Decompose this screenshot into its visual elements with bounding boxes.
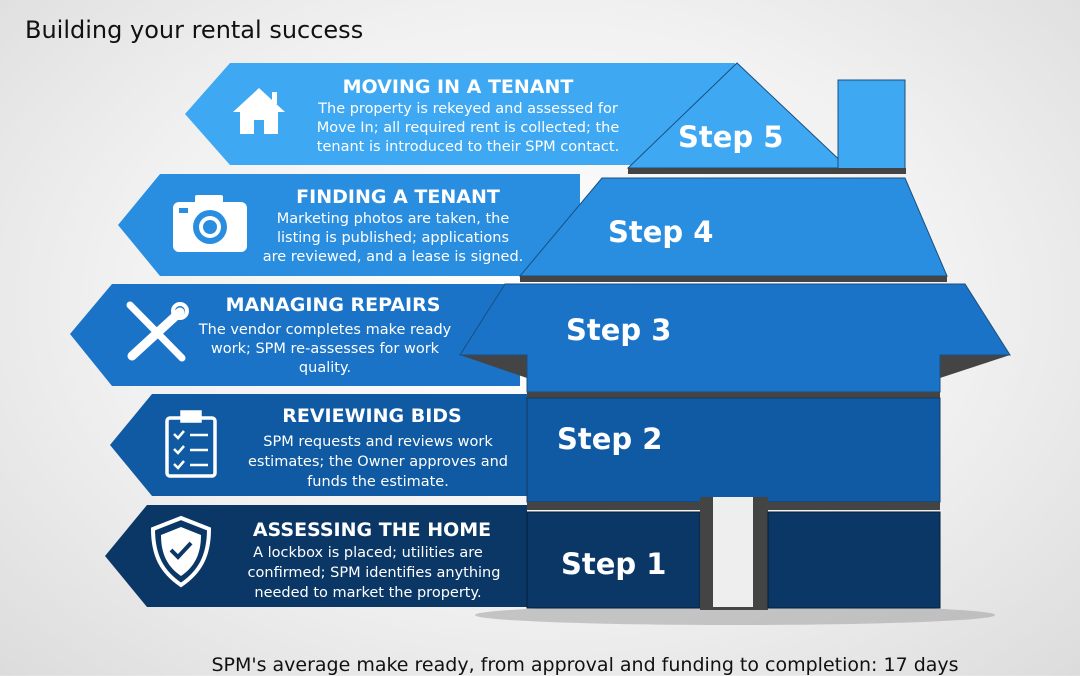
step-3-title: MANAGING REPAIRS: [226, 294, 441, 316]
svg-text:Move In; all required rent is: Move In; all required rent is collected;…: [317, 120, 620, 136]
svg-text:Marketing photos are taken, th: Marketing photos are taken, the: [277, 211, 510, 227]
wall-step-1-right: [767, 511, 941, 609]
step-2-label: Step 2: [557, 422, 662, 456]
svg-text:SPM requests and reviews work: SPM requests and reviews work: [263, 434, 493, 450]
step-4-label: Step 4: [608, 215, 713, 249]
step-5-title: MOVING IN A TENANT: [343, 76, 574, 98]
svg-text:funds the estimate.: funds the estimate.: [307, 474, 449, 490]
svg-text:tenant is introduced to their: tenant is introduced to their SPM contac…: [317, 139, 619, 155]
step-1-title: ASSESSING THE HOME: [253, 519, 491, 541]
step-1-label: Step 1: [561, 547, 666, 581]
door: [713, 497, 753, 607]
subtitle: Building your rental success: [25, 16, 364, 44]
footer-note: SPM's average make ready, from approval …: [211, 654, 959, 676]
step-4-title: FINDING A TENANT: [296, 186, 500, 208]
svg-text:estimates; the Owner approves: estimates; the Owner approves and: [248, 454, 508, 470]
svg-text:confirmed; SPM identifies anyt: confirmed; SPM identifies anything: [248, 565, 501, 581]
shield-check-icon: [150, 515, 212, 588]
svg-text:A lockbox is placed; utilities: A lockbox is placed; utilities are: [253, 545, 483, 561]
svg-text:The vendor completes make read: The vendor completes make ready: [198, 322, 452, 338]
tools-icon: [126, 301, 189, 362]
svg-text:are reviewed, and a lease is s: are reviewed, and a lease is signed.: [263, 249, 524, 265]
svg-text:needed to market the property.: needed to market the property.: [254, 585, 481, 601]
svg-text:quality.: quality.: [299, 360, 351, 376]
banner-step-5: [185, 63, 735, 165]
camera-icon: [173, 195, 247, 252]
roof-step-4: [518, 177, 948, 277]
step-5-label: Step 5: [678, 120, 783, 154]
step-3-label: Step 3: [566, 313, 671, 347]
svg-text:work; SPM re-assesses for work: work; SPM re-assesses for work: [211, 341, 440, 357]
house-icon: [233, 88, 285, 134]
svg-text:The property is rekeyed and as: The property is rekeyed and assessed for: [317, 101, 618, 117]
clipboard-checklist-icon: [165, 410, 217, 478]
wall-step-2: [526, 397, 941, 503]
step-2-title: REVIEWING BIDS: [282, 405, 462, 427]
eaves-step-3: [459, 283, 1011, 393]
svg-text:listing is published; applicat: listing is published; applications: [277, 230, 509, 246]
chimney: [837, 79, 906, 171]
